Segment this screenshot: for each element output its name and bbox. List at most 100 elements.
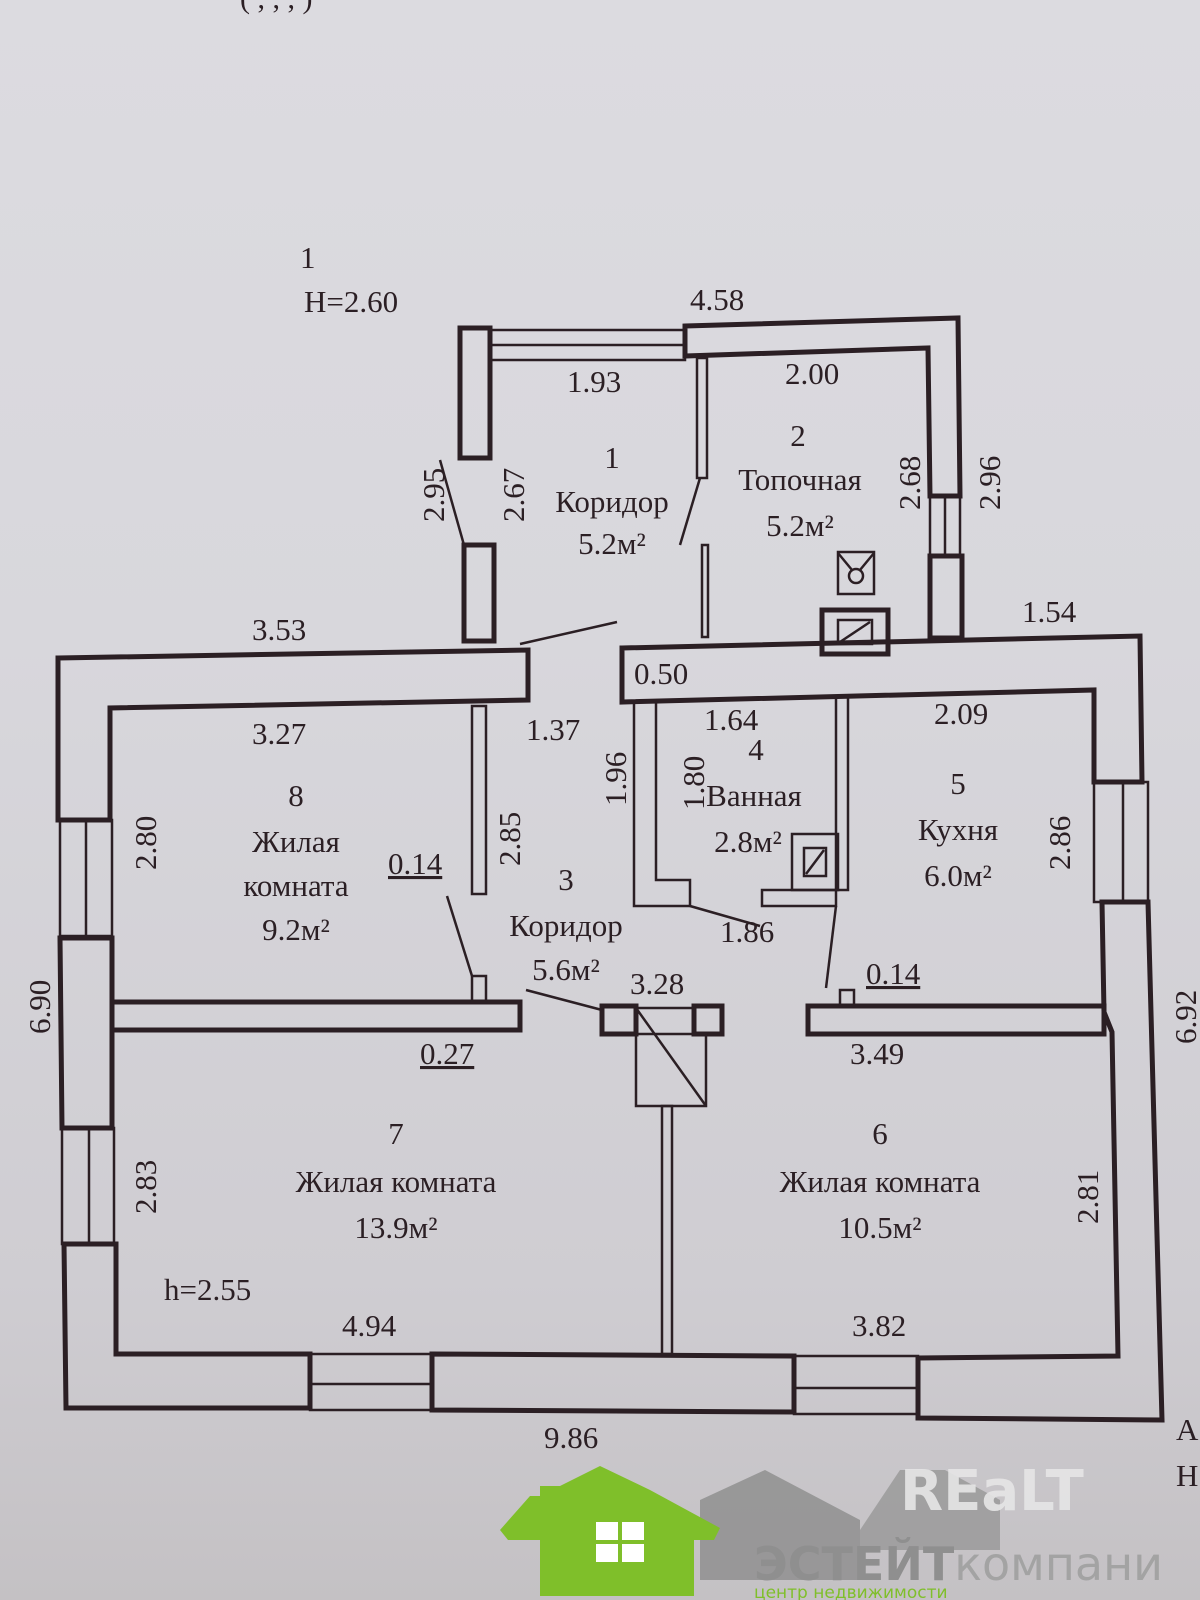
room-8-area: 9.2м²: [262, 912, 330, 947]
wall-bottom-right: [915, 899, 1165, 1423]
room-1-number: 1: [604, 440, 620, 475]
door-swing: [519, 620, 618, 646]
dim-r7-height: 2.83: [128, 1160, 163, 1214]
room-5-number: 5: [950, 766, 966, 801]
corner-letter-h: Н: [1176, 1458, 1198, 1493]
corner-letter-a: А: [1176, 1412, 1199, 1447]
logo-window-pane: [622, 1544, 644, 1562]
room-4-name: Ванная: [706, 778, 802, 813]
wall-bottom-left: [61, 1241, 313, 1411]
logo-company: ЭСТЕЙТкомпани: [754, 1537, 1163, 1591]
room-8-name-line2: комната: [243, 868, 348, 903]
chimney-right: [691, 1003, 725, 1037]
wall-segment: [927, 553, 965, 641]
window-bottom-r6: [792, 1354, 920, 1416]
dim-r6-height: 2.81: [1070, 1170, 1105, 1224]
chimney-inner: [836, 618, 874, 646]
floor-number: 1: [300, 240, 316, 275]
dim-r1-left-inner: 2.67: [496, 468, 531, 522]
logo-gray-house: [700, 1470, 860, 1580]
chimney-left: [599, 1003, 639, 1037]
logo-company-bold: ЭСТЕЙТ: [754, 1537, 955, 1591]
room-2-area: 5.2м²: [766, 508, 834, 543]
dim-r3-left-height: 2.85: [492, 812, 527, 866]
dim-left-wing-top: 3.53: [252, 612, 306, 647]
wall-left-wing-top: [55, 647, 531, 823]
wall-bottom-middle: [429, 1351, 797, 1415]
room-2-number: 2: [790, 418, 806, 453]
realt-logo: REaLT ЭСТЕЙТкомпани центр недвижимости: [500, 1459, 1163, 1600]
dim-r5-height: 2.86: [1042, 816, 1077, 870]
top-cut-text: ( , , , ): [240, 0, 312, 15]
room-6-area: 10.5м²: [838, 1210, 921, 1245]
leader-line: [525, 988, 603, 1012]
boiler-icon: [836, 550, 876, 596]
room-6-name: Жилая комната: [780, 1164, 981, 1199]
boiler-icon-line: [859, 552, 875, 571]
dim-r2-right-inner: 2.68: [892, 456, 927, 510]
room-3-number: 3: [558, 862, 574, 897]
room-3-name: Коридор: [509, 908, 623, 943]
wall-left-middle: [57, 935, 115, 1131]
window-bottom-r7: [308, 1352, 434, 1412]
dim-right-wing-top: 1.54: [1022, 594, 1077, 629]
room-height-note: h=2.55: [164, 1272, 251, 1307]
room-7-number: 7: [388, 1116, 404, 1151]
dim-r3-width: 3.28: [630, 966, 684, 1001]
dim-r1-width: 1.93: [567, 364, 621, 399]
dim-r1-left-outer: 2.95: [416, 468, 451, 522]
room-5-name: Кухня: [918, 812, 998, 847]
wall-bathroom-left: [632, 702, 692, 908]
partition-1-2-lower: [700, 543, 710, 639]
door-swing: [445, 895, 474, 977]
room-2-name: Топочная: [738, 462, 862, 497]
partition-r8-r3: [470, 704, 488, 896]
partition-stub: [838, 988, 856, 1008]
logo-window-pane: [622, 1522, 644, 1540]
partition-r7-r6: [660, 1104, 674, 1356]
walls: [55, 315, 1165, 1423]
door-swing: [824, 905, 838, 989]
room-3-area: 5.6м²: [532, 952, 600, 987]
dim-r8-height: 2.80: [128, 816, 163, 870]
dim-bottom-overall: 9.86: [544, 1420, 598, 1455]
room-8-name-line1: Жилая: [252, 824, 340, 859]
vent-diagonal: [805, 849, 825, 875]
room-6-number: 6: [872, 1116, 888, 1151]
dim-r8-width: 3.27: [252, 716, 306, 751]
dim-r4-bottom: 1.86: [720, 914, 774, 949]
room-8-number: 8: [288, 778, 304, 813]
dim-r7-partition: 0.27: [420, 1036, 474, 1071]
dim-r5-partition: 0.14: [866, 956, 921, 991]
room-7-name: Жилая комната: [296, 1164, 497, 1199]
dim-top-overall: 4.58: [690, 282, 744, 317]
partition-1-2: [695, 356, 709, 480]
logo-brand: REaLT: [900, 1459, 1084, 1524]
dim-r5-width: 2.09: [934, 696, 988, 731]
room-7-area: 13.9м²: [354, 1210, 437, 1245]
boiler-icon-line: [837, 552, 853, 571]
dim-r8-partition: 0.14: [388, 846, 443, 881]
room-1-name: Коридор: [555, 484, 669, 519]
room-4-area: 2.8м²: [714, 824, 782, 859]
stove-box: [634, 1032, 708, 1108]
boiler-icon-circle: [847, 567, 865, 585]
dim-left-overall: 6.90: [22, 980, 57, 1034]
chimney-diagonal: [839, 620, 871, 644]
dim-r4-outer-height: 1.96: [598, 752, 633, 806]
vent-inner: [802, 846, 828, 878]
logo-window-pane: [596, 1522, 618, 1540]
logo-gray-house-2: [860, 1470, 1000, 1550]
chimney-box: [819, 607, 891, 657]
wall-r5-r6: [805, 1003, 1107, 1037]
door-swing: [438, 459, 466, 546]
ceiling-height: H=2.60: [304, 284, 398, 319]
logo-tagline: центр недвижимости: [754, 1583, 948, 1600]
dim-r6-width-top: 3.49: [850, 1036, 904, 1071]
room-5-area: 6.0м²: [924, 858, 992, 893]
dim-r4-width: 1.64: [704, 702, 759, 737]
dimensions: 4.58 1.93 2.00 2.95 2.67 2.68 2.96 3.53 …: [22, 282, 1200, 1455]
dim-r6-width-bottom: 3.82: [852, 1308, 906, 1343]
room-labels: 1 Коридор 5.2м² 2 Топочная 5.2м² 3 Корид…: [243, 418, 998, 1245]
wall-bathroom-right: [760, 698, 850, 908]
